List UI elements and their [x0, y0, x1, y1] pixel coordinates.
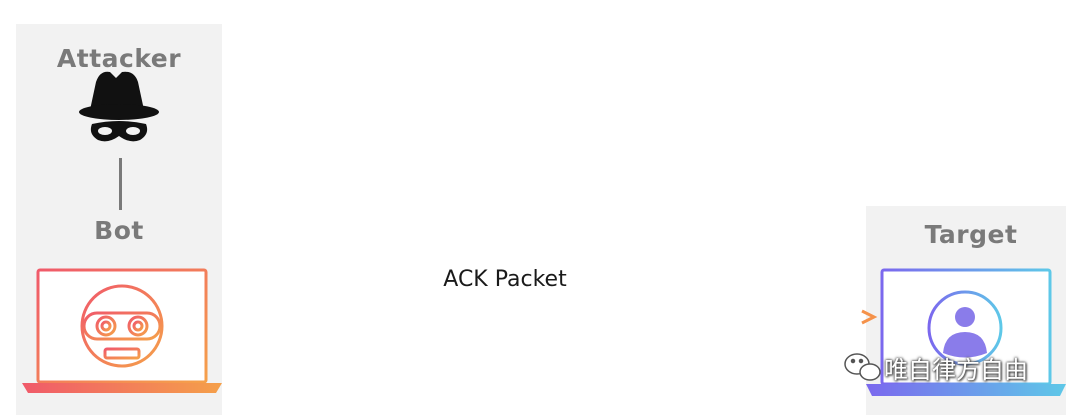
spy-hat-mask-icon: [79, 71, 159, 142]
user-avatar-icon: [927, 290, 1003, 366]
watermark: 唯自律方自由: [838, 346, 1068, 386]
robot-face-icon: [80, 284, 164, 368]
ack-packet-arrow-top: [208, 309, 878, 325]
bot-laptop: [22, 268, 222, 393]
wechat-icon: [844, 353, 881, 381]
attacker-label: Attacker: [56, 44, 182, 73]
target-label: Target: [924, 220, 1018, 249]
ack-packet-label: ACK Packet: [443, 267, 567, 292]
target-laptop: [866, 268, 1066, 396]
bot-label: Bot: [94, 216, 144, 245]
attacker-bot-connector: [119, 158, 122, 210]
watermark-text: 唯自律方自由: [884, 356, 1028, 384]
